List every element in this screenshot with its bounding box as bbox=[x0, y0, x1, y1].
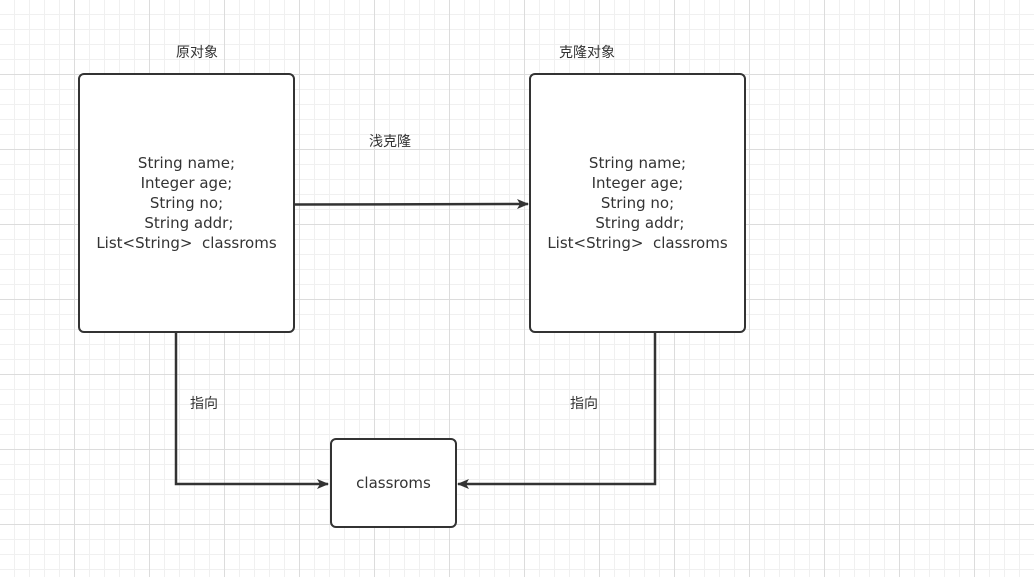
clone-object-title: 克隆对象 bbox=[559, 45, 615, 61]
classroms-box: classroms bbox=[330, 438, 457, 528]
original-pointer-arrow bbox=[174, 268, 329, 489]
shallow-clone-label: 浅克隆 bbox=[369, 134, 411, 150]
field-age: Integer age; bbox=[140, 174, 233, 192]
left-pointer-label: 指向 bbox=[190, 396, 218, 412]
classroms-label: classroms bbox=[356, 474, 431, 492]
field-no: String no; bbox=[149, 194, 224, 212]
clone-pointer-arrow bbox=[457, 268, 657, 489]
field-classroms: List<String> classroms bbox=[547, 234, 728, 252]
field-name: String name; bbox=[137, 154, 236, 172]
field-no: String no; bbox=[600, 194, 675, 212]
field-classroms: List<String> classroms bbox=[96, 234, 277, 252]
field-addr: String addr; bbox=[590, 214, 685, 232]
right-pointer-label: 指向 bbox=[570, 396, 598, 412]
field-addr: String addr; bbox=[139, 214, 234, 232]
shallow-clone-arrow bbox=[294, 199, 529, 210]
original-object-title: 原对象 bbox=[176, 45, 218, 61]
field-name: String name; bbox=[588, 154, 687, 172]
clone-object-box: String name; Integer age; String no; Str… bbox=[529, 73, 746, 333]
original-object-box: String name; Integer age; String no; Str… bbox=[78, 73, 295, 333]
field-age: Integer age; bbox=[591, 174, 684, 192]
